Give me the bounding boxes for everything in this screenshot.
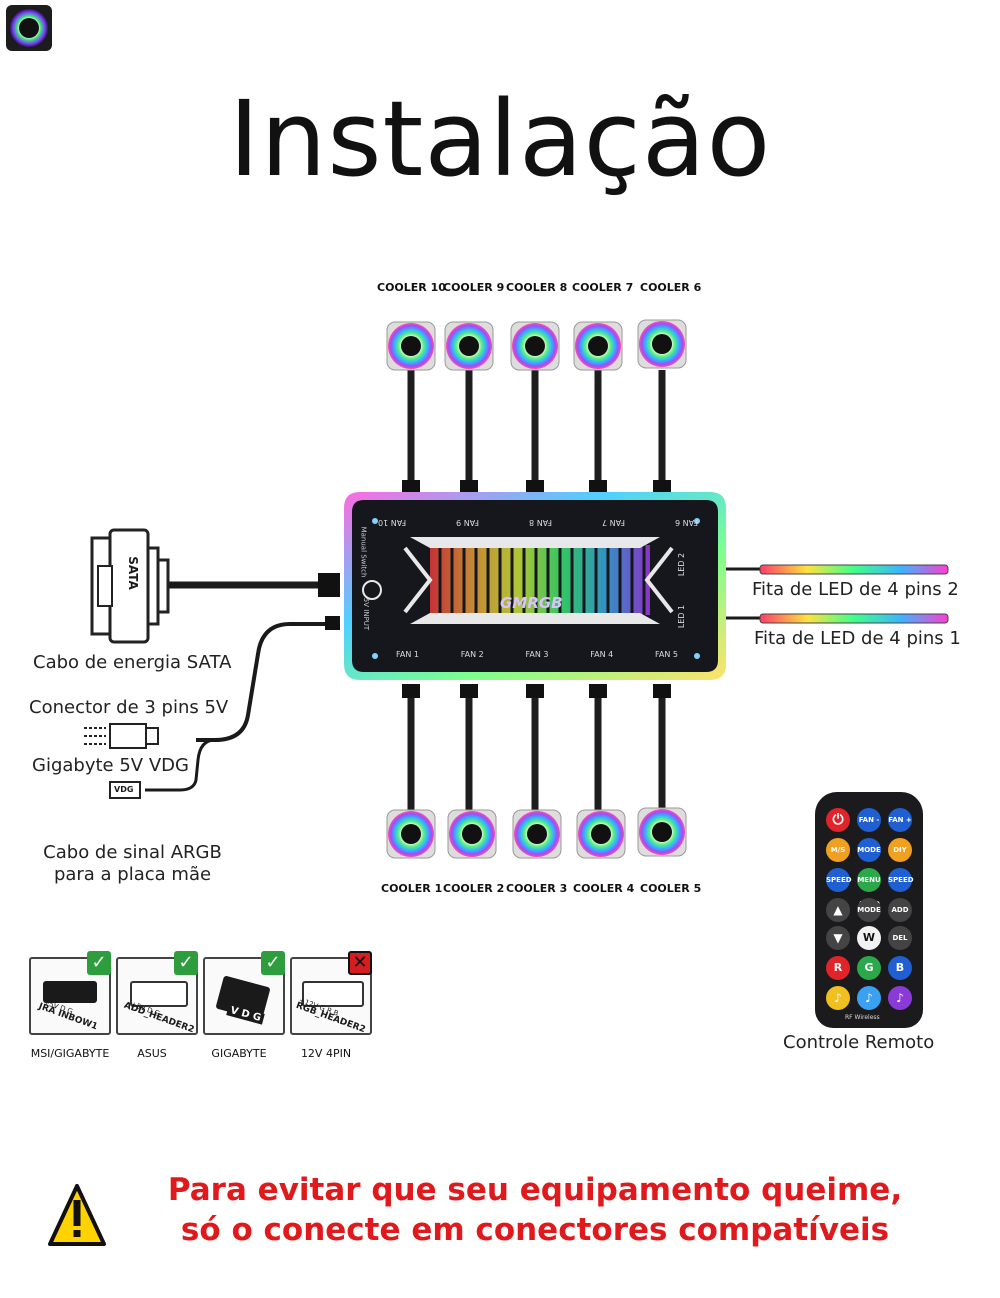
cross-icon: ✕	[348, 951, 372, 975]
check-icon: ✓	[261, 951, 285, 975]
remote-btn-green: G	[857, 956, 881, 980]
remote-btn-fan-plus: FAN +	[888, 808, 912, 832]
hub-input-label: 5V INPUT	[362, 597, 371, 631]
label-led-strip-2: Fita de LED de 4 pins 2	[752, 579, 959, 600]
label-argb: Cabo de sinal ARGB para a placa mãe	[25, 842, 240, 886]
label-remote: Controle Remoto	[783, 1032, 935, 1053]
bottom-fans	[386, 807, 687, 859]
remote-btn-speed-plus: SPEED +	[888, 868, 914, 908]
header-card-asus: +5V D G ADD_HEADER2 ✓ ASUS	[116, 951, 198, 1060]
remote-btn-white: W	[857, 926, 881, 950]
header-name-gigabyte: GIGABYTE	[211, 1047, 267, 1060]
check-icon: ✓	[174, 951, 198, 975]
warning-line1: Para evitar que seu equipamento queime,	[167, 1172, 903, 1208]
music-note-icon: ♪	[888, 986, 912, 1010]
rgb-fan-logo-icon	[4, 3, 54, 53]
remote-btn-blue: B	[888, 956, 912, 980]
hub-brand: GMRGB	[500, 594, 563, 612]
cooler-label-bottom-2: COOLER 2	[443, 882, 505, 895]
label-3pin: Conector de 3 pins 5V	[29, 697, 229, 718]
label-argb-line2: para a placa mãe	[53, 864, 212, 885]
cooler-label-top-8: COOLER 8	[506, 281, 568, 294]
header-name-asus: ASUS	[137, 1047, 167, 1060]
cooler-label-top-6: COOLER 6	[640, 281, 702, 294]
warning-line2: só o conecte em conectores compatíveis	[180, 1212, 890, 1248]
cooler-label-bottom-3: COOLER 3	[506, 882, 568, 895]
cooler-label-top-7: COOLER 7	[572, 281, 634, 294]
three-pin-connector	[84, 723, 159, 749]
header-card-msi-gigabyte: +5V D G JRA INBOW1 ✓ MSI/GIGABYTE	[29, 951, 111, 1060]
remote-btn-fan-minus: FAN -	[857, 808, 881, 832]
hub-led1-label: LED 1	[677, 604, 687, 629]
hub-switch-label: Manual Switch	[359, 526, 368, 578]
cooler-label-bottom-5: COOLER 5	[640, 882, 702, 895]
cooler-label-top-10: COOLER 10	[377, 281, 446, 294]
cooler-label-bottom-4: COOLER 4	[573, 882, 635, 895]
header-card-gigabyte: V D G ✓ GIGABYTE	[203, 951, 285, 1060]
remote-btn-diy: DIY	[888, 838, 912, 862]
arrow-up-icon: ▲	[826, 898, 850, 922]
remote-btn-ms: M/S	[826, 838, 850, 862]
remote-btn-del-diy: DEL DIY	[888, 926, 912, 966]
cooler-label-bottom-1: COOLER 1	[381, 882, 443, 895]
label-led-strip-1: Fita de LED de 4 pins 1	[754, 628, 961, 649]
header-card-12v-4pin: +12V G R B RGB_HEADER2 ✕ 12V 4PIN	[290, 951, 372, 1060]
bottom-fan-cables	[407, 690, 666, 812]
header-name-12v-4pin: 12V 4PIN	[300, 1047, 352, 1060]
cooler-label-top-9: COOLER 9	[443, 281, 505, 294]
power-icon: ⏻	[826, 808, 850, 832]
music-note-icon: ♪	[857, 986, 881, 1010]
top-fan-cables	[407, 370, 666, 488]
label-argb-line1: Cabo de sinal ARGB	[43, 842, 222, 863]
sata-connector	[90, 528, 170, 644]
music-note-icon: ♪	[826, 986, 850, 1010]
remote-btn-red: R	[826, 956, 850, 980]
led-strips	[726, 564, 949, 624]
remote-btn-menu-auto: MENU AUTO	[857, 868, 881, 908]
warning-triangle-icon	[48, 1184, 106, 1246]
label-sata: Cabo de energia SATA	[33, 652, 232, 673]
check-icon: ✓	[87, 951, 111, 975]
vdg-plug-label: VDG	[114, 785, 134, 794]
arrow-down-icon: ▼	[826, 926, 850, 950]
remote-btn-add-diy: ADD DIY	[888, 898, 912, 938]
hub-led2-label: LED 2	[677, 552, 687, 577]
header-name-msi-gigabyte: MSI/GIGABYTE	[30, 1047, 110, 1060]
warning-message: Para evitar que seu equipamento queime, …	[110, 1170, 960, 1250]
remote-btn-mode-plus: MODE +	[857, 838, 881, 878]
sata-plug-label: SATA	[125, 556, 140, 590]
remote-control: ⏻ FAN - FAN + M/S MODE + DIY SPEED - MEN…	[815, 792, 923, 1028]
rgb-hub	[344, 492, 726, 680]
remote-brand: RF Wireless	[845, 1014, 880, 1021]
label-gigabyte: Gigabyte 5V VDG	[32, 755, 189, 776]
top-fans	[386, 319, 687, 371]
page-title: Instalação	[228, 78, 772, 200]
remote-btn-mode-minus: MODE -	[857, 898, 881, 938]
remote-btn-speed-minus: SPEED -	[826, 868, 852, 908]
